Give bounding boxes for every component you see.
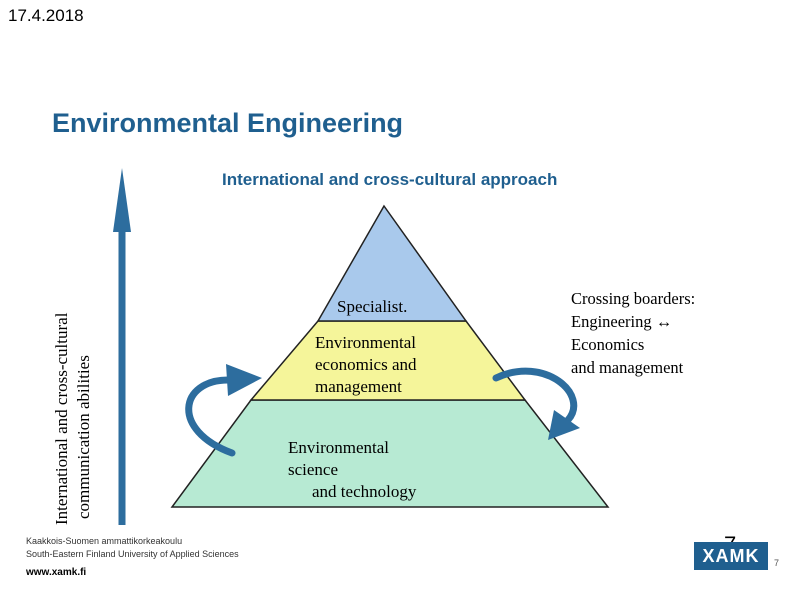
slide-date: 17.4.2018: [8, 6, 84, 25]
pyramid-bottom-line: science: [288, 460, 339, 479]
vertical-label-line: communication abilities: [74, 355, 93, 519]
vertical-label-line: International and cross-cultural: [52, 312, 71, 525]
pyramid-bottom-line: and technology: [312, 482, 417, 501]
vertical-axis-label: International and cross-cultural communi…: [51, 235, 95, 525]
left-curved-arrow: [185, 364, 262, 457]
footer-english-name: South-Eastern Finland University of Appl…: [26, 549, 239, 559]
xamk-logo: XAMK: [694, 542, 768, 570]
vertical-arrow: [113, 168, 131, 525]
page-number-small: 7: [774, 558, 780, 568]
note-line: Engineering ↔: [571, 312, 673, 331]
pyramid-top-label: Specialist.: [337, 297, 408, 316]
pyramid-middle-label: Environmental economics and management: [315, 332, 475, 398]
crossing-borders-note: Crossing boarders: Engineering ↔ Economi…: [571, 287, 771, 379]
pyramid-middle-line: management: [315, 377, 402, 396]
slide-title: Environmental Engineering: [52, 108, 404, 138]
slide-subtitle: International and cross-cultural approac…: [222, 170, 558, 189]
note-line: and management: [571, 358, 684, 377]
footer-website: www.xamk.fi: [26, 567, 87, 578]
note-line: Crossing boarders:: [571, 289, 696, 308]
right-curved-arrow: [492, 367, 580, 440]
pyramid-bottom-line: Environmental: [288, 438, 390, 457]
note-line: Economics: [571, 335, 645, 354]
pyramid-middle-line: Environmental: [315, 333, 417, 352]
pyramid-bottom-label: Environmental science and technology: [288, 437, 468, 503]
pyramid-middle-line: economics and: [315, 355, 417, 374]
pyramid-top-tier: [316, 204, 468, 322]
footer-finnish-name: Kaakkois-Suomen ammattikorkeakoulu: [26, 536, 183, 546]
